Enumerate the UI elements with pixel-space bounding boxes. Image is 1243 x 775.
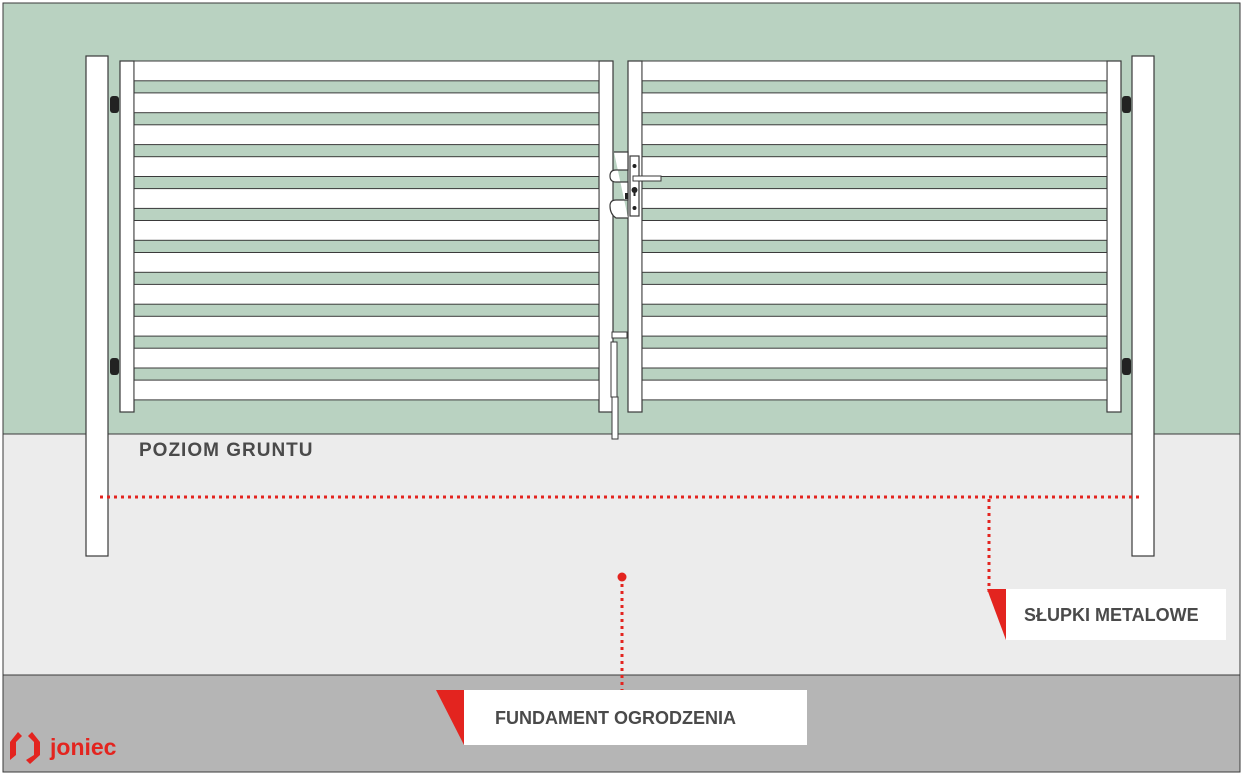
foundation-callout: FUNDAMENT OGRODZENIA — [436, 690, 807, 745]
drop-bolt-icon — [610, 331, 628, 440]
left-metal-post — [85, 55, 109, 557]
right-leaf-slat — [641, 252, 1108, 273]
right-leaf-outer-stile — [1106, 60, 1122, 413]
right-leaf-slat — [641, 156, 1108, 177]
left-leaf-outer-stile — [119, 60, 135, 413]
foundation-label: FUNDAMENT OGRODZENIA — [495, 708, 736, 728]
right-leaf-slat — [641, 124, 1108, 146]
right-leaf-slat — [641, 92, 1108, 114]
left-leaf-slat — [133, 156, 600, 177]
left-leaf-slat — [133, 379, 600, 401]
left-leaf-slat — [133, 315, 600, 337]
left-leaf-slat — [133, 124, 600, 146]
right-leaf-slat — [641, 347, 1108, 369]
brand-name: joniec — [49, 734, 117, 760]
right-leaf-inner-stile — [627, 60, 643, 413]
hinge-icon — [110, 96, 1131, 375]
left-leaf-slat — [133, 283, 600, 305]
right-leaf-slats — [641, 60, 1108, 401]
right-metal-post — [1131, 55, 1155, 557]
left-leaf-slats — [133, 60, 600, 401]
foundation-marker-dot — [617, 572, 627, 582]
right-leaf-slat — [641, 60, 1108, 82]
right-leaf-slat — [641, 188, 1108, 209]
right-gate-leaf — [627, 60, 1122, 413]
left-leaf-slat — [133, 347, 600, 369]
joniec-logo: joniec — [10, 732, 117, 764]
metal-posts-callout: SŁUPKI METALOWE — [987, 589, 1226, 640]
left-leaf-slat — [133, 188, 600, 209]
left-leaf-slat — [133, 92, 600, 114]
left-leaf-slat — [133, 252, 600, 273]
right-leaf-slat — [641, 315, 1108, 337]
joniec-bracket-logo-icon — [10, 732, 40, 764]
left-leaf-slat — [133, 60, 600, 82]
ground-level-label: POZIOM GRUNTU — [139, 440, 314, 461]
left-gate-leaf — [119, 60, 614, 413]
metal-posts-label: SŁUPKI METALOWE — [1024, 605, 1199, 625]
right-leaf-slat — [641, 220, 1108, 241]
gate-lock-handle-icon — [609, 151, 662, 219]
left-leaf-slat — [133, 220, 600, 241]
right-leaf-slat — [641, 379, 1108, 401]
right-leaf-slat — [641, 283, 1108, 305]
